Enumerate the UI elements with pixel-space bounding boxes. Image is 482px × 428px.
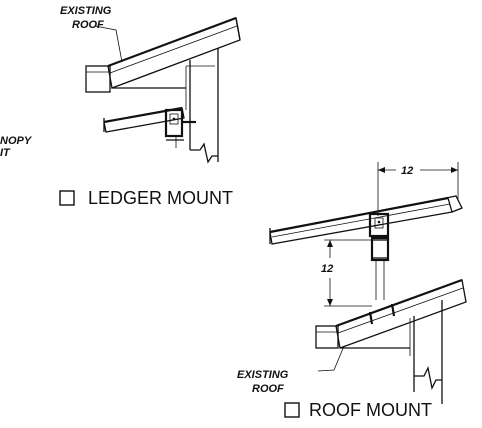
roof-mount-bracket bbox=[368, 212, 390, 300]
existing-roof-callout-bottom-line1: EXISTING bbox=[237, 369, 289, 381]
roof-mount-label: ROOF MOUNT bbox=[309, 400, 432, 420]
roof-mount-checkbox[interactable] bbox=[284, 402, 300, 418]
dimension-vertical: 12 bbox=[321, 239, 372, 307]
option-ledger-mount[interactable]: LEDGER MOUNT bbox=[59, 188, 233, 208]
existing-roof-top bbox=[85, 16, 241, 110]
dimension-horizontal: 12 bbox=[377, 162, 459, 216]
existing-roof-bottom bbox=[315, 278, 467, 356]
ledger-mount-checkbox[interactable] bbox=[59, 190, 75, 206]
existing-roof-leader-bottom bbox=[317, 345, 345, 372]
existing-roof-callout-top-line1: EXISTING bbox=[60, 5, 112, 17]
ledger-mount-detail: EXISTING ROOF NOPY IT bbox=[0, 5, 241, 164]
existing-roof-callout-top-line2: ROOF bbox=[72, 19, 104, 31]
canopy-callout-line1: NOPY bbox=[0, 135, 33, 147]
dimension-vertical-value: 12 bbox=[321, 263, 333, 275]
ledger-mount-label: LEDGER MOUNT bbox=[88, 188, 233, 208]
wall-bottom bbox=[413, 300, 443, 404]
canopy-callout-line2: IT bbox=[0, 147, 11, 159]
canopy-roof-mount bbox=[269, 195, 463, 245]
wall-top bbox=[189, 48, 219, 164]
roof-mount-detail: 12 12 bbox=[237, 162, 467, 404]
existing-roof-callout-bottom-line2: ROOF bbox=[252, 383, 284, 395]
dimension-horizontal-value: 12 bbox=[401, 165, 413, 177]
existing-roof-leader-top bbox=[94, 25, 123, 63]
option-roof-mount[interactable]: ROOF MOUNT bbox=[284, 400, 432, 420]
canopy-ledger bbox=[103, 106, 196, 148]
